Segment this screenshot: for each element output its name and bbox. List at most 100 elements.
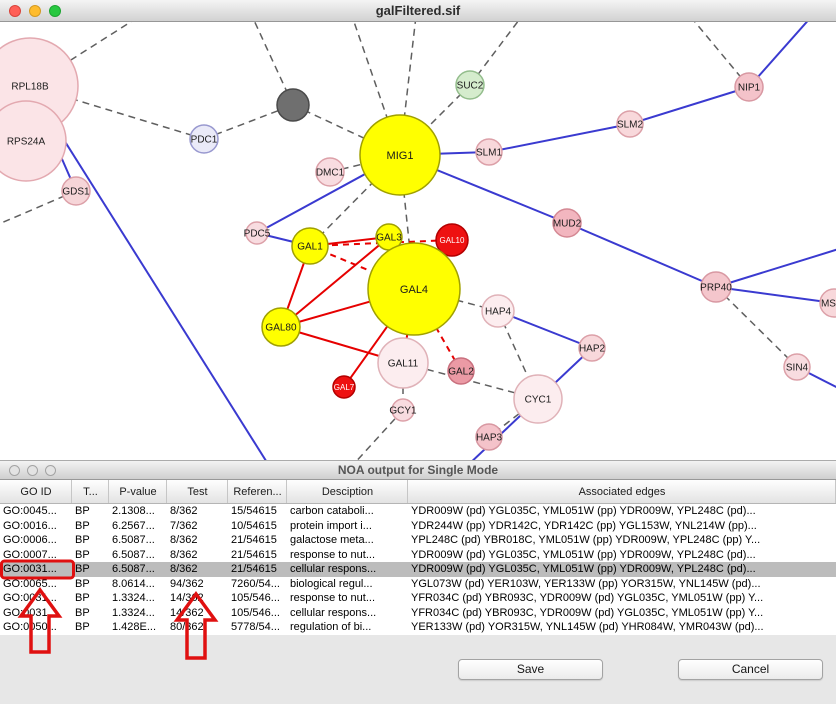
node-HAP3[interactable]: [475, 423, 503, 451]
node-SLM1[interactable]: [475, 138, 503, 166]
node-MIG1[interactable]: [359, 114, 441, 196]
network-edge[interactable]: [488, 123, 631, 153]
close-button[interactable]: [9, 5, 21, 17]
network-edge[interactable]: [29, 85, 268, 460]
network-edge[interactable]: [352, 409, 404, 460]
node-GAL7[interactable]: [332, 375, 356, 399]
node-MSL1[interactable]: [819, 288, 836, 318]
cell-type: BP: [75, 519, 90, 532]
node-label-HAP4: HAP4: [485, 307, 512, 318]
node-GAL1[interactable]: [291, 227, 329, 265]
column-header[interactable]: T...: [72, 480, 109, 503]
cell-edges: YFR034C (pd) YBR093C, YDR009W (pd) YGL03…: [411, 606, 764, 619]
cell-edges: YDR009W (pd) YGL035C, YML051W (pp) YDR00…: [411, 563, 756, 575]
column-header[interactable]: Associated edges: [408, 480, 836, 503]
node-CYC1[interactable]: [513, 374, 563, 424]
cell-description: response to nut...: [290, 548, 375, 561]
cell-test: 94/362: [170, 577, 204, 590]
node-HAP4[interactable]: [481, 294, 515, 328]
cell-test: 8/362: [170, 534, 198, 546]
node-MUD2[interactable]: [552, 208, 582, 238]
cell-p_value: 6.5087...: [112, 534, 155, 546]
cell-p_value: 1.3324...: [112, 592, 155, 604]
network-edge[interactable]: [690, 22, 750, 88]
network-edge[interactable]: [715, 286, 798, 368]
node-GCY1[interactable]: [391, 398, 415, 422]
node-label-CYC1: CYC1: [525, 395, 552, 406]
node-NIP1[interactable]: [734, 72, 764, 102]
node-PDC5[interactable]: [245, 221, 269, 245]
cell-go_id: GO:0031...: [3, 606, 57, 619]
network-edge[interactable]: [715, 248, 836, 288]
node-label-DMC1: DMC1: [316, 168, 345, 179]
cell-reference: 21/54615: [231, 563, 277, 575]
node-SLM2[interactable]: [616, 110, 644, 138]
node-GRAY[interactable]: [276, 88, 310, 122]
cell-test: 14/362: [170, 606, 204, 619]
cell-edges: YFR034C (pd) YBR093C, YDR009W (pd) YGL03…: [411, 592, 764, 604]
noa-window-titlebar[interactable]: NOA output for Single Mode: [0, 460, 836, 480]
network-edge[interactable]: [399, 84, 471, 156]
node-SUC2[interactable]: [455, 70, 485, 100]
network-edge[interactable]: [629, 86, 750, 125]
node-label-RPL18B: RPL18B: [11, 82, 49, 93]
node-GAL4[interactable]: [367, 242, 461, 336]
network-edge[interactable]: [280, 236, 390, 328]
node-GAL11[interactable]: [377, 337, 429, 389]
node-PDC1[interactable]: [189, 124, 219, 154]
network-edge[interactable]: [497, 310, 593, 349]
window-title: galFiltered.sif: [375, 3, 461, 18]
minimize-button-inactive[interactable]: [27, 465, 38, 476]
node-GDS1[interactable]: [61, 176, 91, 206]
save-button[interactable]: Save: [458, 659, 603, 680]
node-PRP40[interactable]: [700, 271, 732, 303]
node-DMC1[interactable]: [315, 157, 345, 187]
node-GAL10[interactable]: [435, 223, 469, 257]
network-edge[interactable]: [309, 154, 401, 247]
cell-go_id: GO:0016...: [3, 519, 57, 532]
node-HAP2[interactable]: [578, 334, 606, 362]
cell-test: 14/362: [170, 592, 204, 604]
network-window-titlebar[interactable]: galFiltered.sif: [0, 0, 836, 22]
network-edge[interactable]: [715, 286, 835, 304]
node-label-GAL3: GAL3: [376, 233, 402, 244]
zoom-button[interactable]: [49, 5, 61, 17]
network-edge[interactable]: [566, 222, 717, 288]
node-GAL2[interactable]: [447, 357, 475, 385]
cell-description: cellular respons...: [290, 606, 377, 619]
cell-reference: 15/54615: [231, 505, 277, 517]
node-SIN4[interactable]: [783, 353, 811, 381]
column-header[interactable]: Referen...: [228, 480, 287, 503]
cell-test: 8/362: [170, 563, 198, 575]
cell-p_value: 8.0614...: [112, 577, 155, 590]
node-label-PRP40: PRP40: [700, 283, 732, 294]
minimize-button[interactable]: [29, 5, 41, 17]
network-edge[interactable]: [203, 104, 294, 140]
close-button-inactive[interactable]: [9, 465, 20, 476]
network-edge[interactable]: [29, 22, 140, 87]
network-canvas[interactable]: RPL18BRPS24AGDS1PDC1DMC1MIG1SUC2SLM1SLM2…: [0, 22, 836, 460]
column-header[interactable]: Desciption: [287, 480, 408, 503]
column-header[interactable]: GO ID: [0, 480, 72, 503]
network-edge[interactable]: [748, 22, 812, 88]
column-header[interactable]: P-value: [109, 480, 167, 503]
network-edge[interactable]: [0, 190, 77, 227]
node-label-GAL7: GAL7: [334, 383, 355, 392]
column-header[interactable]: Test: [167, 480, 228, 503]
node-RPS24A[interactable]: [0, 100, 67, 182]
cancel-button[interactable]: Cancel: [678, 659, 823, 680]
node-GAL80[interactable]: [261, 307, 301, 347]
zoom-button-inactive[interactable]: [45, 465, 56, 476]
network-edge[interactable]: [29, 85, 205, 140]
